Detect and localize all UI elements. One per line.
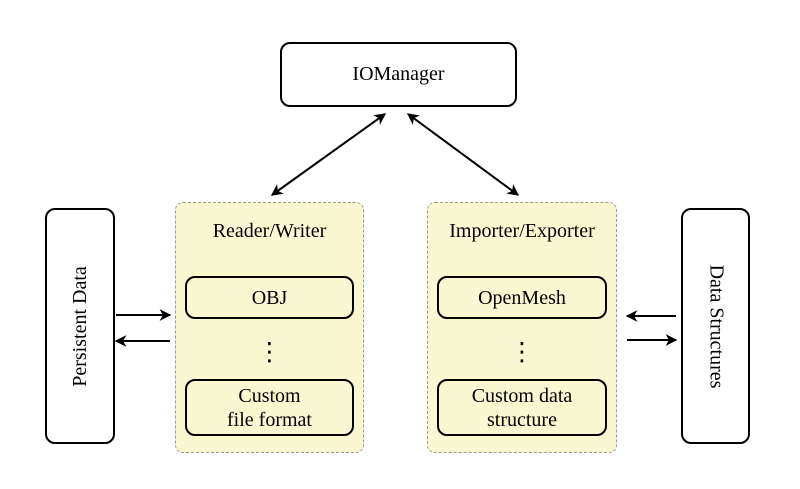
iomanager-label: IOManager xyxy=(352,63,445,85)
obj-node: OBJ xyxy=(185,276,354,319)
persistent-data-label: Persistent Data xyxy=(68,265,91,387)
obj-label: OBJ xyxy=(251,286,288,309)
custom-file-format-line2: file format xyxy=(227,408,312,431)
data-structures-label: Data Structures xyxy=(705,264,728,388)
custom-file-format-node: Custom file format xyxy=(185,379,354,436)
custom-data-structure-line2: structure xyxy=(487,408,557,431)
persistent-data-node: Persistent Data xyxy=(45,208,115,444)
custom-data-structure-line1: Custom data xyxy=(471,384,573,407)
importer-exporter-title: Importer/Exporter xyxy=(449,220,595,242)
arrow-iomanager-importerexporter xyxy=(406,113,520,196)
arrow-iomanager-readerwriter xyxy=(270,113,387,196)
reader-writer-title: Reader/Writer xyxy=(212,220,327,242)
custom-file-format-line1: Custom xyxy=(238,384,301,407)
openmesh-node: OpenMesh xyxy=(437,276,607,319)
importer-exporter-panel: Importer/Exporter OpenMesh ⋮ Custom data… xyxy=(427,202,617,453)
vertical-ellipsis: ⋮ xyxy=(509,336,535,366)
openmesh-label: OpenMesh xyxy=(478,286,566,309)
reader-writer-panel: Reader/Writer OBJ ⋮ Custom file format xyxy=(175,202,364,453)
iomanager-node: IOManager xyxy=(280,42,517,107)
data-structures-node: Data Structures xyxy=(681,208,750,444)
vertical-ellipsis: ⋮ xyxy=(257,336,282,366)
custom-data-structure-node: Custom data structure xyxy=(437,379,607,436)
